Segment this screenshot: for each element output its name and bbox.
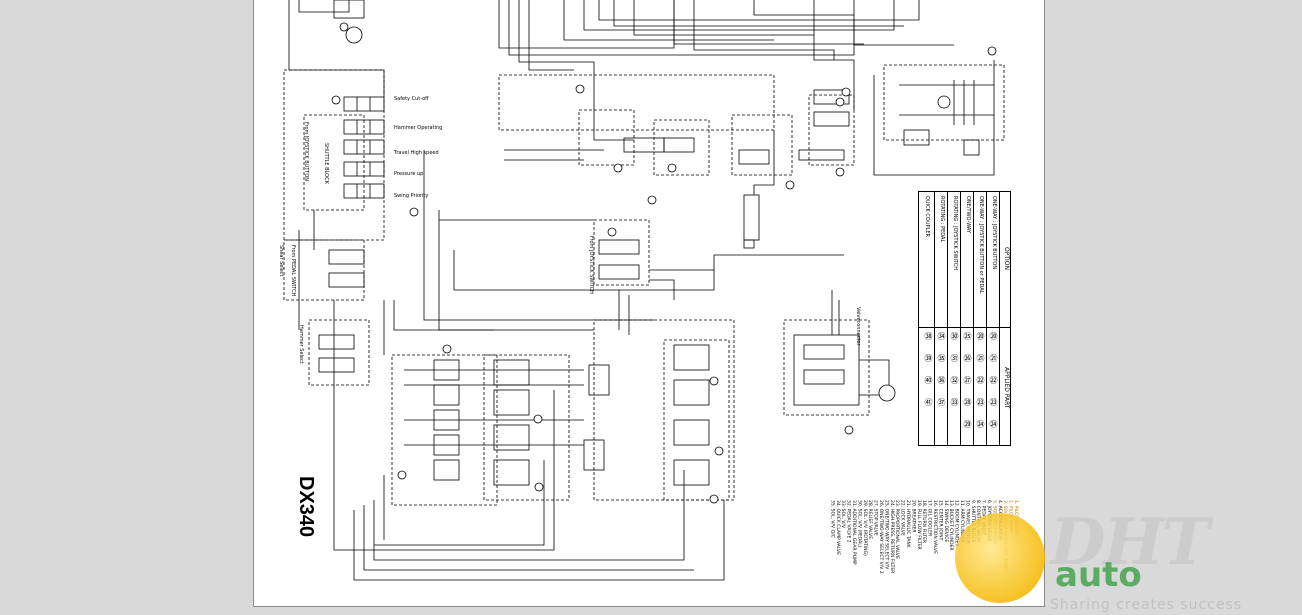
applied-part-symbol: ⑳ <box>989 332 998 340</box>
model-title: DX340 <box>295 476 317 538</box>
label-shuttle-block: SHUTTLE BLOCK <box>323 143 329 184</box>
legend-item: 3. SOLENOID VALVE (BTS TYPE) <box>1002 500 1008 571</box>
legend-item: 13. BUCKET CYLINDER <box>948 500 954 551</box>
legend-item: 27. STOP VALVE <box>872 500 878 536</box>
applied-part-symbol: ㉒ <box>976 376 985 384</box>
applied-part-symbol: ㉙ <box>963 420 972 428</box>
applied-part-symbol: ㊴ <box>924 354 933 362</box>
legend-item: 20. BREATHER <box>910 500 916 533</box>
legend-item: 7. PEDAL VALVE <box>980 500 986 536</box>
legend-item: 24. HIGH PRESS. RETURN FILTER <box>888 500 894 574</box>
legend-item: 18. RETURN FILTER <box>921 500 927 544</box>
applied-part-symbol: ㊵ <box>924 376 933 384</box>
applied-part-symbol: ㉑ <box>976 354 985 362</box>
option-row-1: ONE-WAY : JOYSTICK BUTTON <box>991 196 997 270</box>
applied-part-symbol: ㉘ <box>963 398 972 406</box>
legend-item: 10. TRAVEL MOTOR <box>964 500 970 544</box>
option-row-2: ONE-WAY : JOYSTICK BUTTON or PEDAL <box>978 196 984 294</box>
applied-part-symbol: ㉞ <box>937 332 946 340</box>
right-attachment-circuit <box>743 60 995 406</box>
legend-item: 34. QUICK CLAMP VALVE <box>834 500 840 555</box>
diagram-symbols <box>331 22 997 504</box>
legend-item: 6. JOYSTICK VALVE <box>986 500 991 542</box>
legend-item: 9. SHUTTLE BLOCK <box>969 500 975 543</box>
control-valve <box>333 300 725 581</box>
legend-item: 35. SOL. V/V Q/C <box>829 500 835 538</box>
legend-item: 26. ONE/TWO-WAY SELECT V/V 2 <box>878 500 883 574</box>
legend-item: 5. SOLENOID VALVE <box>991 500 997 545</box>
applied-part-symbol: ㊱ <box>937 376 946 384</box>
option-row-3: ONE/TWO-WAY <box>965 196 971 233</box>
legend-item: 4. ACCUMULATOR <box>996 500 1002 541</box>
option-row-5: ROTATING : PEDAL <box>939 196 945 243</box>
legend-item: 8. CONTROL VALVE <box>975 500 981 543</box>
applied-part-symbol: ⑳ <box>976 332 985 340</box>
option-row-4: ROTATING : JOYSTICK SWITCH <box>952 196 958 270</box>
legend-item: 33. SOL. V/V <box>840 500 846 529</box>
legend-item: 11. ARM CYLINDER <box>959 500 964 543</box>
label-hammer-select: Hammer Select <box>298 325 304 364</box>
label-shear-select: Shear Select <box>278 245 284 277</box>
applied-part-symbol: ㉒ <box>989 376 998 384</box>
left-valve-groups <box>318 0 770 373</box>
label-safety-cutoff: Safety Cut-off <box>394 96 429 102</box>
applied-part-symbol: ㊲ <box>937 398 946 406</box>
watermark-brand: DHT <box>1050 505 1210 580</box>
applied-part-symbol: ㊶ <box>924 398 933 406</box>
applied-part-symbol: ㊳ <box>924 332 933 340</box>
legend-item: 15. CENTER JOINT <box>937 500 943 541</box>
legend-item: 23. PROPORTIONAL VALVE <box>894 500 900 559</box>
applied-part-symbol: ㉔ <box>976 420 985 428</box>
legend-item: 2. PILOT PUMP <box>1007 500 1013 533</box>
label-swing-priority: Swing Priority <box>394 193 429 199</box>
watermark-sub: auto <box>1055 555 1142 595</box>
applied-part-symbol: ㉑ <box>989 354 998 362</box>
legend-item: 16. RESTRICTION VALVE <box>932 500 937 554</box>
legend-item: 19. FULL FLOW FILTER <box>915 500 921 550</box>
center-lines <box>298 149 844 355</box>
applied-part-symbol: ㉜ <box>950 376 959 384</box>
legend-item: 28. RELIEF VALVE <box>867 500 873 540</box>
legend-item: 14. SWING DEVICE <box>942 500 948 543</box>
legend-item: 30. SOL. V/V (PEDAL) <box>856 500 862 548</box>
applied-part-symbol: ㉖ <box>963 354 972 362</box>
applied-part-symbol: ㉔ <box>989 420 998 428</box>
legend-item: 1. PILOT FILTER <box>1013 500 1018 535</box>
label-valveconnector: Valveconnector <box>855 307 861 346</box>
label-from-pedal-switch: From PEDAL SWITCH <box>290 245 296 297</box>
applied-part-symbol: ㉟ <box>937 354 946 362</box>
watermark-tagline: Sharing creates success <box>1050 597 1243 613</box>
legend-item: 22. LOCK VALVE <box>899 500 905 536</box>
applied-part-symbol: ㉕ <box>963 332 972 340</box>
option-table-applied-part: APPLIED PART <box>1003 367 1010 409</box>
option-row-6: QUICK COUPLER <box>924 196 930 237</box>
legend-item: 17. OIL COOLER <box>926 500 932 537</box>
legend-item: 12. BOOM CYLINDER <box>953 500 959 547</box>
applied-part-symbol: ㉗ <box>963 376 972 384</box>
legend-item: 25. ONE/TWO-WAY SELECT V/V <box>883 500 889 570</box>
label-travel-high-speed: Travel High speed <box>394 150 439 156</box>
option-table: OPTION APPLIED PART ONE-WAY : JOYSTICK B… <box>918 191 1011 446</box>
applied-part-symbol: ㉓ <box>976 398 985 406</box>
applied-part-symbol: ㉓ <box>989 398 998 406</box>
applied-part-symbol: ㉚ <box>950 332 959 340</box>
label-hammer-operating: Hammer Operating <box>394 125 443 131</box>
legend-item: 31. ADDITIONAL GEAR PUMP <box>851 500 856 565</box>
hydraulic-schematic <box>283 0 1005 581</box>
schematic-page: Safety Cut-off Hammer Operating Travel H… <box>253 0 1045 607</box>
label-pressure-up: Pressure up <box>394 171 424 177</box>
top-line-bundle <box>288 0 954 141</box>
legend-item: 29. SOL. V/V (ROTATING) <box>861 500 867 556</box>
label-from-joystick-button: From JOYSTICK BUTTON <box>303 122 309 182</box>
solenoid-valve-stack <box>343 96 385 199</box>
label-from-joystick-switch: From JOYSTICK SWITCH <box>588 236 594 294</box>
option-table-title: OPTION <box>1003 247 1010 270</box>
legend-item: 21. HYDRAULIC TANK <box>905 500 910 548</box>
applied-part-symbol: ㉝ <box>950 398 959 406</box>
applied-part-symbol: ㉛ <box>950 354 959 362</box>
legend-item: 32. PEDAL VALVE 2 <box>845 500 851 543</box>
